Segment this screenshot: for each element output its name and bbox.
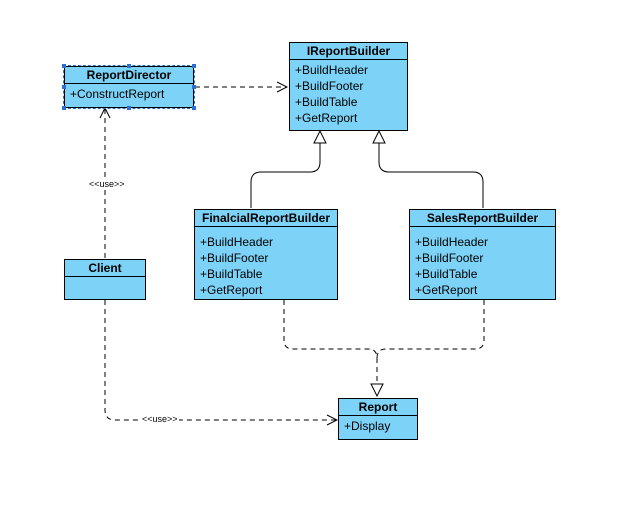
financial-inherits-builder[interactable] — [250, 131, 320, 208]
sales-inherits-builder[interactable] — [379, 131, 484, 208]
operations: +BuildHeader +BuildFooter +BuildTable +G… — [195, 227, 337, 298]
selection-handle-bm[interactable] — [127, 106, 131, 110]
class-name: SalesReportBuilder — [410, 210, 555, 227]
class-name: ReportDirector — [65, 67, 193, 84]
selection-handle-tl[interactable] — [62, 64, 66, 68]
operation: +BuildHeader — [200, 235, 274, 249]
operations: +Display — [339, 416, 417, 434]
class-name: FinalcialReportBuilder — [195, 210, 337, 227]
use-label-director: <<use>> — [88, 179, 126, 189]
sales-to-report-realization[interactable] — [376, 300, 485, 359]
class-report[interactable]: Report +Display — [338, 398, 418, 440]
operation: +Display — [344, 419, 391, 433]
class-financial-report-builder[interactable]: FinalcialReportBuilder +BuildHeader +Bui… — [194, 209, 338, 300]
operations: +BuildHeader +BuildFooter +BuildTable +G… — [410, 227, 555, 298]
class-sales-report-builder[interactable]: SalesReportBuilder +BuildHeader +BuildFo… — [409, 209, 556, 300]
selection-handle-ml[interactable] — [62, 85, 66, 89]
operation: +BuildFooter — [415, 251, 484, 265]
operation: +BuildTable — [200, 267, 263, 281]
selection-handle-tm[interactable] — [127, 64, 131, 68]
class-name: Report — [339, 399, 417, 416]
selection-handle-mr[interactable] — [192, 85, 196, 89]
class-name: Client — [65, 260, 145, 277]
operations — [65, 277, 145, 279]
operation: +BuildHeader — [415, 235, 489, 249]
operations: +BuildHeader +BuildFooter +BuildTable +G… — [290, 60, 407, 126]
operation: +GetReport — [200, 283, 263, 297]
operation: +BuildFooter — [200, 251, 269, 265]
operation: +BuildTable — [295, 95, 358, 109]
use-label-report: <<use>> — [141, 414, 179, 424]
operation: +BuildHeader — [295, 63, 369, 77]
operation: +GetReport — [295, 111, 358, 125]
operations: +ConstructReport — [65, 84, 193, 102]
client-to-report-use[interactable] — [104, 300, 337, 420]
selection-handle-bl[interactable] — [62, 106, 66, 110]
operation: +GetReport — [415, 283, 478, 297]
financial-to-report-realization[interactable] — [283, 300, 377, 396]
operation: +BuildFooter — [295, 79, 364, 93]
class-report-director[interactable]: ReportDirector +ConstructReport — [63, 65, 195, 109]
operation: +BuildTable — [415, 267, 478, 281]
selection-handle-tr[interactable] — [192, 64, 196, 68]
operation: +ConstructReport — [70, 87, 165, 101]
class-client[interactable]: Client — [64, 259, 146, 300]
class-name: IReportBuilder — [290, 43, 407, 60]
selection-handle-br[interactable] — [192, 106, 196, 110]
class-ireport-builder[interactable]: IReportBuilder +BuildHeader +BuildFooter… — [289, 42, 408, 131]
